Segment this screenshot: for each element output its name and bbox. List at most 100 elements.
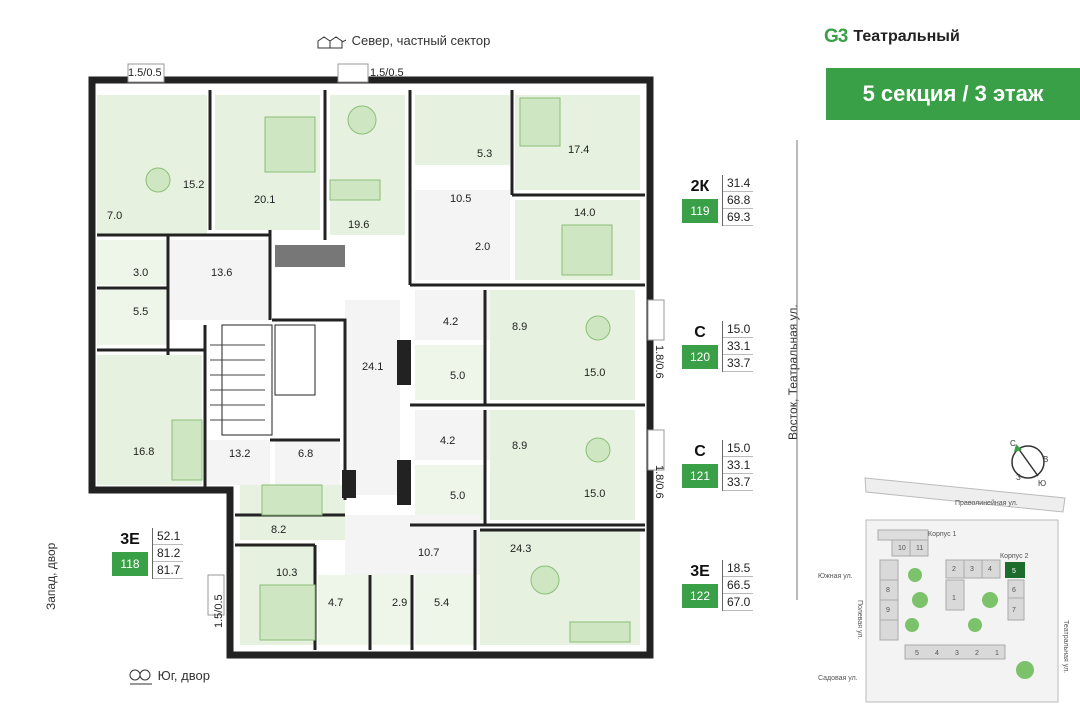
room-area: 15.2 [183,179,204,191]
building-label: Корпус 1 [928,531,957,538]
room-area: 5.3 [477,148,492,160]
room-area: 10.3 [276,567,297,579]
area-value: 69.3 [723,209,753,226]
room-area: 8.9 [512,440,527,452]
apartment-card-118[interactable]: 3Е 118 52.1 81.2 81.7 [112,528,183,579]
apartment-number: 119 [682,199,718,223]
room-area: 4.2 [440,435,455,447]
apartment-card-121[interactable]: С 121 15.0 33.1 33.7 [682,440,753,491]
room-area: 24.1 [362,361,383,373]
site-map: Праволинейная ул. Корпус 1 Корпус 2 10 1… [818,477,1069,703]
north-text: Север, частный сектор [351,33,491,48]
room-area: 6.8 [298,448,313,460]
window-dim-right-b: 1.8/0.6 [653,465,665,499]
room-area: 3.0 [133,267,148,279]
room-area: 5.0 [450,490,465,502]
room-area: 15.0 [584,367,605,379]
house-icon [316,35,348,49]
window-dim-left-bottom: 1.5/0.5 [213,594,225,628]
section-label: 10 [898,545,906,552]
compass-e: В [1043,455,1048,464]
apartment-type: С [682,321,718,345]
tree-icon [128,669,154,685]
room-area: 14.0 [574,207,595,219]
area-value: 33.7 [723,474,753,491]
brand-logo: G3 Театральный [824,26,960,48]
window-dim-top-left: 1.5/0.5 [128,67,162,79]
room-area: 5.0 [450,370,465,382]
apartment-number: 122 [682,584,718,608]
apartment-areas: 18.5 66.5 67.0 [722,560,753,611]
room-area: 20.1 [254,194,275,206]
room-area: 4.7 [328,597,343,609]
window-dim-top-mid: 1.5/0.5 [370,67,404,79]
area-value: 15.0 [723,321,753,338]
apartment-areas: 52.1 81.2 81.7 [152,528,183,579]
area-value: 52.1 [153,528,183,545]
room-area: 7.0 [107,210,122,222]
section-label: 4 [935,650,939,657]
section-label: 2 [952,566,956,573]
area-value: 18.5 [723,560,753,577]
south-label: Юг, двор [128,668,210,685]
north-label: Север, частный сектор [316,33,490,49]
room-area: 10.7 [418,547,439,559]
apartment-areas: 15.0 33.1 33.7 [722,440,753,491]
area-value: 33.1 [723,457,753,474]
apartment-card-122[interactable]: 3Е 122 18.5 66.5 67.0 [682,560,753,611]
area-value: 33.1 [723,338,753,355]
apartment-type: С [682,440,718,464]
apartment-card-120[interactable]: С 120 15.0 33.1 33.7 [682,321,753,372]
apartment-type: 3Е [112,528,148,552]
apartment-number: 121 [682,464,718,488]
room-area: 5.4 [434,597,449,609]
street-label: Южная ул. [818,573,853,580]
compass: С Ю З В [1010,439,1048,488]
section-label: 8 [886,587,890,594]
window-dim-right-a: 1.8/0.6 [653,345,665,379]
brand-mark: G3 [824,26,848,47]
room-area: 13.2 [229,448,250,460]
section-label: 5 [915,650,919,657]
room-area: 19.6 [348,219,369,231]
building-label: Корпус 2 [1000,553,1029,560]
room-area: 2.0 [475,241,490,253]
apartment-type: 3Е [682,560,718,584]
apartment-number: 120 [682,345,718,369]
street-label: Театральная ул. [1062,620,1069,673]
compass-n: С [1010,439,1016,448]
room-area: 24.3 [510,543,531,555]
apartment-areas: 31.4 68.8 69.3 [722,175,753,226]
room-area: 17.4 [568,144,589,156]
compass-s: Ю [1038,479,1046,488]
street-label: Садовая ул. [818,675,858,682]
apartment-areas: 15.0 33.1 33.7 [722,321,753,372]
street-label: Полевая ул. [856,600,863,639]
section-label: 6 [1012,587,1016,594]
street-label: Праволинейная ул. [955,499,1018,507]
section-label: 7 [1012,607,1016,614]
brand-name: Театральный [853,28,960,45]
section-label: 11 [916,545,923,552]
room-area: 8.2 [271,524,286,536]
apartment-card-119[interactable]: 2К 119 31.4 68.8 69.3 [682,175,753,226]
room-area: 16.8 [133,446,154,458]
section-label: 4 [988,566,992,573]
room-area: 15.0 [584,488,605,500]
apartment-type: 2К [682,175,718,199]
apartment-number: 118 [112,552,148,576]
floor-banner: 5 секция / 3 этаж [826,68,1080,120]
section-label: 2 [975,650,979,657]
compass-w: З [1016,473,1021,482]
room-area: 4.2 [443,316,458,328]
area-value: 81.2 [153,545,183,562]
room-area: 13.6 [211,267,232,279]
area-value: 67.0 [723,594,753,611]
area-value: 33.7 [723,355,753,372]
section-label: 9 [886,607,890,614]
south-text: Юг, двор [157,668,210,683]
section-label: 1 [995,650,999,657]
area-value: 15.0 [723,440,753,457]
area-value: 31.4 [723,175,753,192]
